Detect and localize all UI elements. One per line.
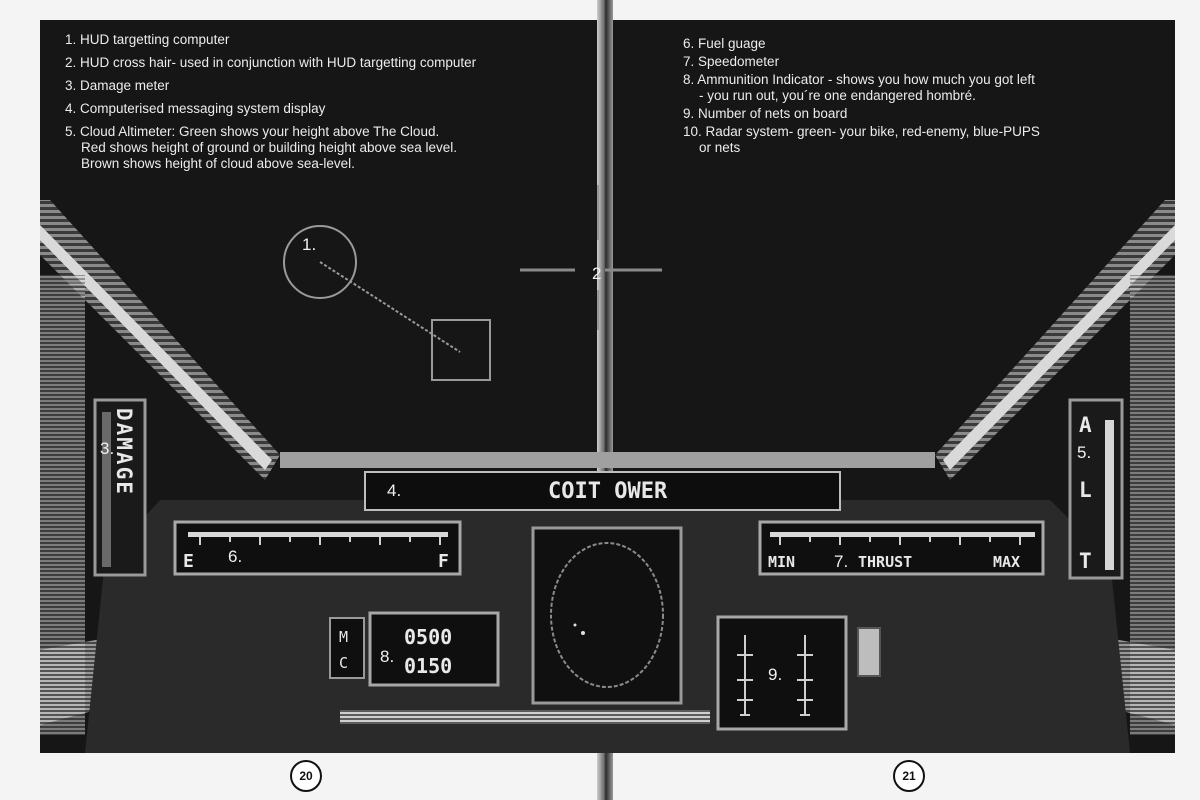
note-item: 6. Fuel guage bbox=[683, 36, 1040, 52]
note-item: 9. Number of nets on board bbox=[683, 106, 1040, 122]
callout-6: 6. bbox=[228, 547, 242, 566]
note-text: 6. Fuel guage bbox=[683, 36, 766, 51]
fuel-full-label: F bbox=[438, 551, 449, 572]
note-continuation: Brown shows height of cloud above sea-le… bbox=[81, 156, 355, 171]
callout-4: 4. bbox=[387, 481, 401, 500]
nets-counter bbox=[716, 615, 848, 731]
alt-label-a: A bbox=[1079, 413, 1092, 437]
right-canopy-strut-inner bbox=[943, 225, 1175, 470]
ammo-icon-top: M bbox=[339, 628, 348, 646]
note-continuation: Red shows height of ground or building h… bbox=[81, 140, 458, 155]
note-text: 8. Ammunition Indicator - shows you how … bbox=[683, 72, 1035, 87]
callout-2: 2 bbox=[592, 264, 601, 283]
hud-crosshair bbox=[520, 185, 662, 330]
fuel-gauge-ticks bbox=[199, 537, 441, 545]
note-text: 7. Speedometer bbox=[683, 54, 780, 69]
note-text: 5. Cloud Altimeter: Green shows your hei… bbox=[65, 124, 440, 139]
damage-meter-bar bbox=[102, 412, 111, 567]
message-display-text: COIT OWER bbox=[548, 479, 668, 504]
callout-9: 9. bbox=[768, 665, 782, 684]
page-number-left: 20 bbox=[290, 760, 322, 792]
ammo-icon-bottom: C bbox=[339, 654, 348, 672]
note-item: 10. Radar system- green- your bike, red-… bbox=[683, 124, 1040, 156]
callout-7: 7. bbox=[834, 552, 848, 571]
note-text: 9. Number of nets on board bbox=[683, 106, 848, 121]
callout-3: 3. bbox=[100, 439, 114, 458]
radar-frame bbox=[531, 526, 683, 705]
note-text: 1. HUD targetting computer bbox=[65, 32, 230, 47]
altimeter-bar bbox=[1105, 420, 1114, 570]
speedometer bbox=[758, 520, 1045, 576]
ammo-icon-box bbox=[329, 617, 365, 679]
fuel-empty-label: E bbox=[183, 551, 194, 572]
alt-label-l: L bbox=[1079, 478, 1092, 502]
left-notes-list: 1. HUD targetting computer 2. HUD cross h… bbox=[65, 32, 476, 179]
left-canopy-strut-inner bbox=[40, 225, 272, 470]
ammo-bottom-count: 0150 bbox=[404, 654, 452, 678]
note-continuation: or nets bbox=[699, 140, 741, 155]
net-icon bbox=[737, 635, 813, 716]
ammo-indicator bbox=[368, 611, 500, 687]
note-item: 2. HUD cross hair- used in conjunction w… bbox=[65, 55, 476, 71]
radar-blip bbox=[573, 623, 577, 627]
nets-side-button bbox=[857, 627, 881, 677]
thrust-label: THRUST bbox=[858, 553, 912, 571]
note-item: 3. Damage meter bbox=[65, 78, 476, 94]
speedometer-ticks bbox=[779, 537, 1021, 545]
note-continuation: - you run out, you´re one endangered hom… bbox=[699, 88, 976, 103]
alt-label-t: T bbox=[1079, 549, 1092, 573]
hud-targeting-computer bbox=[283, 225, 491, 381]
thrust-min-label: MIN bbox=[768, 553, 795, 571]
cockpit-illustration: COIT OWER DAMAGE A L T E F MIN THRUST MA… bbox=[40, 185, 1175, 753]
note-text: 2. HUD cross hair- used in conjunction w… bbox=[65, 55, 477, 70]
thrust-max-label: MAX bbox=[993, 553, 1020, 571]
radar-blip bbox=[581, 631, 585, 635]
right-notes-list: 6. Fuel guage 7. Speedometer 8. Ammunition… bbox=[683, 36, 1040, 158]
page-number-right: 21 bbox=[893, 760, 925, 792]
dashboard-bottom-grille bbox=[340, 710, 710, 724]
note-item: 4. Computerised messaging system display bbox=[65, 101, 476, 117]
note-item: 8. Ammunition Indicator - shows you how … bbox=[683, 72, 1040, 104]
cloud-altimeter bbox=[1068, 398, 1124, 580]
note-item: 5. Cloud Altimeter: Green shows your hei… bbox=[65, 124, 476, 172]
dashboard-top-rim bbox=[280, 452, 935, 468]
damage-label-text: DAMAGE bbox=[112, 408, 136, 496]
message-display bbox=[364, 471, 841, 511]
speedometer-bar bbox=[770, 532, 1035, 537]
callout-5: 5. bbox=[1077, 443, 1091, 462]
callout-8: 8. bbox=[380, 647, 394, 666]
note-item: 7. Speedometer bbox=[683, 54, 1040, 70]
note-text: 10. Radar system- green- your bike, red-… bbox=[683, 124, 1040, 139]
radar-scope bbox=[550, 542, 664, 688]
note-item: 1. HUD targetting computer bbox=[65, 32, 476, 48]
ammo-top-count: 0500 bbox=[404, 625, 452, 649]
note-text: 4. Computerised messaging system display bbox=[65, 101, 326, 116]
note-text: 3. Damage meter bbox=[65, 78, 170, 93]
callout-1: 1. bbox=[302, 235, 316, 254]
fuel-gauge-bar bbox=[188, 532, 448, 537]
fuel-gauge bbox=[173, 520, 462, 576]
